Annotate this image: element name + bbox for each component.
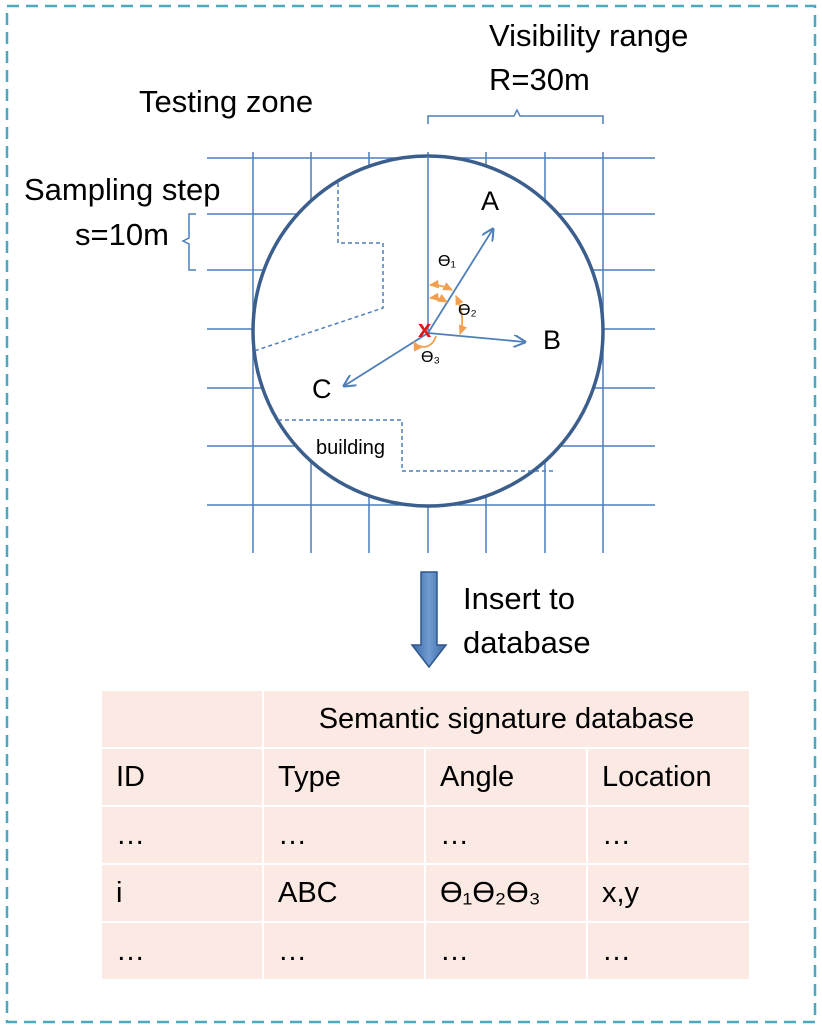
header-id: ID: [100, 747, 264, 807]
sampling-step-brace: [181, 213, 196, 271]
insert-label-line1: Insert to: [463, 581, 575, 616]
cell-id: …: [100, 805, 264, 865]
point-c-label: C: [312, 374, 332, 404]
cell-id: …: [100, 921, 264, 981]
cell-id: i: [100, 863, 264, 923]
cell-location: …: [585, 921, 752, 981]
cell-type: …: [262, 805, 426, 865]
building-label: building: [316, 437, 385, 459]
insert-label-line2: database: [463, 625, 591, 660]
cell-location: …: [585, 805, 752, 865]
visibility-range-brace: [427, 108, 604, 124]
header-location: Location: [585, 747, 752, 807]
table-corner-cell: [100, 689, 264, 749]
visibility-range-value: R=30m: [489, 62, 590, 97]
table-row: … … … …: [100, 805, 752, 865]
header-type: Type: [262, 747, 426, 807]
table-header-row: ID Type Angle Location: [100, 747, 752, 807]
table-title-row: Semantic signature database: [100, 689, 752, 749]
sampling-step-value: s=10m: [75, 217, 169, 252]
point-b-label: B: [543, 325, 562, 355]
visibility-range-label: Visibility range: [489, 18, 689, 53]
cell-angle: …: [424, 921, 588, 981]
theta1-label: ϴ₁: [438, 253, 456, 270]
insert-down-arrow: [410, 571, 448, 669]
table-row: i ABC ϴ₁ϴ₂ϴ₃ x,y: [100, 863, 752, 923]
table-row: … … … …: [100, 921, 752, 981]
building-outlines: [253, 183, 555, 472]
testing-zone-label: Testing zone: [139, 84, 314, 119]
cell-location: x,y: [585, 863, 752, 923]
sampling-step-label: Sampling step: [24, 172, 221, 207]
theta2-label: ϴ₂: [458, 302, 477, 319]
user-position-mark: x: [418, 316, 432, 343]
angle-arcs: [413, 279, 468, 352]
table-title: Semantic signature database: [261, 689, 752, 749]
cell-type: …: [262, 921, 426, 981]
cell-angle: …: [424, 805, 588, 865]
cell-type: ABC: [262, 863, 426, 923]
theta3-label: ϴ₃: [421, 349, 440, 366]
semantic-signature-table: Semantic signature database ID Type Angl…: [100, 689, 752, 981]
outer-frame: [5, 4, 817, 1024]
point-a-label: A: [481, 186, 500, 216]
cell-angle: ϴ₁ϴ₂ϴ₃: [424, 863, 588, 923]
header-angle: Angle: [424, 747, 588, 807]
